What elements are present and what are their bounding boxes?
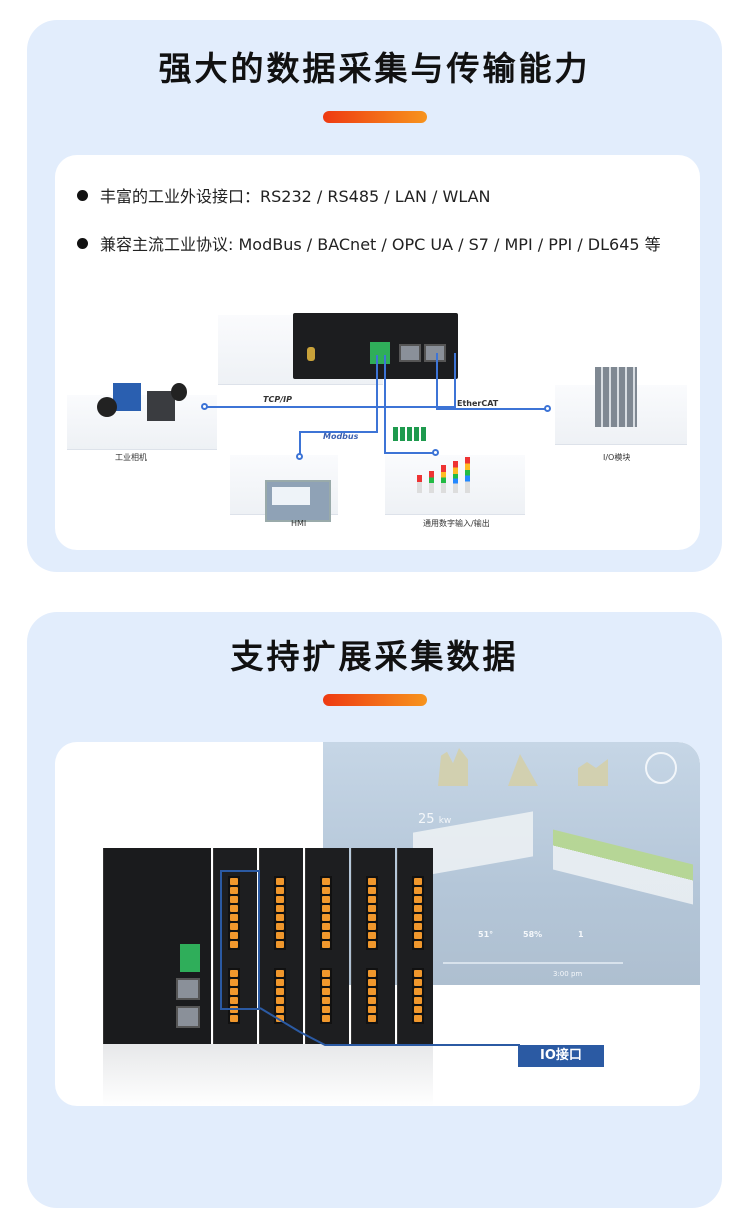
temp-readout: 51°	[478, 930, 494, 939]
connection-node	[201, 403, 208, 410]
timeline-slider	[443, 962, 623, 964]
bacnet-logo	[393, 427, 427, 441]
io-module	[259, 848, 303, 1044]
diagram-panel: 丰富的工业外设接口：RS232 / RS485 / LAN / WLAN 兼容主…	[55, 155, 700, 550]
bullet-icon	[77, 237, 88, 249]
ethernet-port-icon	[176, 978, 200, 1000]
section-title: 支持扩展采集数据	[230, 637, 519, 676]
humidity-readout: 58%	[523, 930, 543, 939]
hmi-image	[265, 480, 331, 522]
ethernet-port-icon	[424, 344, 446, 362]
connection-line	[384, 452, 436, 454]
device-reflection	[103, 1044, 433, 1106]
protocol-modbus: Modbus	[323, 432, 359, 441]
connection-line	[205, 406, 455, 408]
ethernet-port-icon	[176, 1006, 200, 1028]
node-label-camera: 工业相机	[115, 453, 147, 462]
signal-lights-image	[417, 453, 487, 493]
io-interface-callout: IO接口	[518, 1045, 604, 1067]
io-module-image	[595, 367, 637, 427]
bullet-text: 丰富的工业外设接口：RS232 / RS485 / LAN / WLAN	[100, 187, 491, 206]
connection-node	[544, 405, 551, 412]
bullet-interfaces: 丰富的工业外设接口：RS232 / RS485 / LAN / WLAN	[77, 183, 491, 207]
connection-node	[432, 449, 439, 456]
connection-node	[296, 453, 303, 460]
terminal-block-icon	[370, 342, 390, 364]
connection-line	[436, 408, 547, 410]
section-title: 强大的数据采集与传输能力	[158, 49, 591, 88]
io-module	[305, 848, 349, 1044]
rain-readout: 1	[578, 930, 584, 939]
connection-line	[454, 353, 456, 408]
power-readout: 25 kw	[418, 812, 451, 827]
callout-line	[259, 1007, 520, 1046]
gateway-device	[293, 313, 458, 379]
node-label-hmi: HMI	[291, 519, 307, 528]
clock-icon	[645, 752, 677, 784]
protocol-ethercat: EtherCAT	[457, 399, 499, 408]
node-label-digital-io: 通用数字输入/输出	[423, 519, 490, 528]
bullet-protocols: 兼容主流工业协议: ModBus / BACnet / OPC UA / S7 …	[77, 231, 661, 255]
time-readout: 3:00 pm	[553, 970, 583, 978]
node-label-io-module: I/O模块	[603, 453, 631, 462]
main-gateway-unit	[103, 848, 211, 1044]
io-module	[351, 848, 395, 1044]
protocol-tcpip: TCP/IP	[263, 395, 292, 404]
power-value: 25	[418, 812, 435, 827]
industrial-camera-image	[95, 383, 190, 423]
connection-line	[299, 431, 301, 456]
section-data-capability: 强大的数据采集与传输能力 丰富的工业外设接口：RS232 / RS485 / L…	[27, 20, 722, 572]
section-expansion: 支持扩展采集数据 25 kw 51° 58% 1 3:00 pm IO接口	[27, 612, 722, 1208]
title-accent-bar	[323, 111, 427, 123]
io-highlight-box	[220, 870, 260, 1010]
antenna-icon	[307, 347, 315, 361]
connection-line	[299, 431, 378, 433]
power-unit: kw	[438, 816, 452, 826]
connection-line	[376, 355, 378, 433]
connection-line	[436, 353, 438, 409]
connection-line	[384, 355, 386, 453]
terminal-block-icon	[180, 944, 200, 972]
ethernet-port-icon	[399, 344, 421, 362]
io-module	[397, 848, 433, 1044]
shelf	[67, 395, 217, 450]
bullet-text: 兼容主流工业协议: ModBus / BACnet / OPC UA / S7 …	[100, 235, 661, 254]
bullet-icon	[77, 189, 88, 201]
gateway-with-io-modules	[103, 848, 433, 1044]
title-accent-bar	[323, 694, 427, 706]
product-panel: 25 kw 51° 58% 1 3:00 pm IO接口	[55, 742, 700, 1106]
